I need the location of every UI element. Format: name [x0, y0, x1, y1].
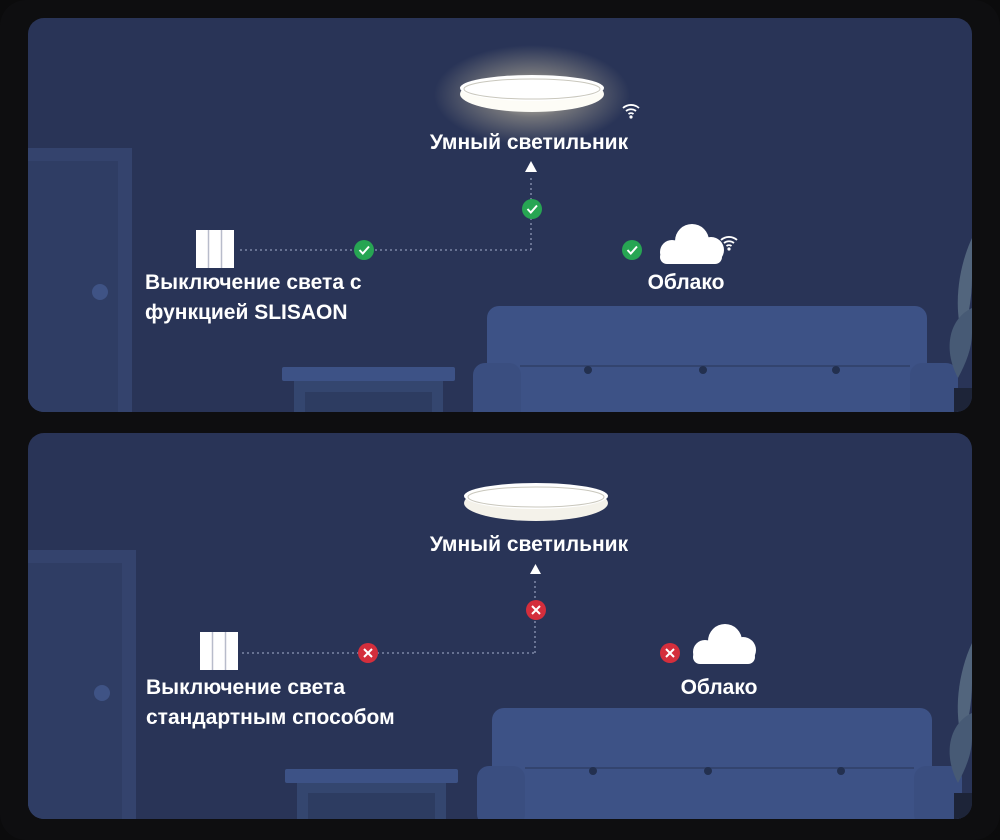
- room-scene: [28, 483, 972, 819]
- switch-label-line2: стандартным способом: [146, 706, 395, 729]
- wall-switch-icon: [196, 230, 234, 268]
- switch-label-line1: Выключение света: [146, 676, 345, 699]
- ceiling-lamp-icon: [460, 75, 604, 112]
- cloud-icon: [660, 224, 724, 264]
- side-table: [282, 367, 455, 412]
- panel-slisaon: Умный светильник Выключение света с функ…: [28, 18, 972, 412]
- lamp-label: Умный светильник: [429, 131, 629, 154]
- connection-path: [242, 580, 536, 654]
- plant: [949, 238, 972, 412]
- arrow-up-icon: [525, 161, 537, 172]
- door: [28, 148, 132, 412]
- sofa: [473, 306, 958, 412]
- side-table: [285, 769, 458, 819]
- cross-icon: [526, 600, 546, 620]
- switch-label-line2: функцией SLISAON: [145, 301, 348, 324]
- door: [28, 550, 136, 819]
- check-icon: [622, 240, 642, 260]
- connection-path: [240, 178, 532, 251]
- room-scene: [28, 45, 972, 412]
- cloud-label: Облако: [647, 271, 725, 294]
- cloud-label: Облако: [680, 676, 758, 699]
- cross-icon: [358, 643, 378, 663]
- wifi-icon: [720, 236, 738, 251]
- arrow-up-icon: [530, 564, 541, 574]
- plant: [949, 643, 972, 819]
- check-icon: [522, 199, 542, 219]
- switch-label-line1: Выключение света с: [145, 271, 362, 294]
- check-icon: [354, 240, 374, 260]
- lamp-label: Умный светильник: [429, 533, 629, 556]
- wifi-icon: [622, 104, 640, 119]
- cross-icon: [660, 643, 680, 663]
- panel-standard: Умный светильник Выключение света станда…: [28, 433, 972, 819]
- cloud-icon: [693, 624, 756, 664]
- sofa: [477, 708, 962, 819]
- ceiling-lamp-icon: [464, 483, 608, 521]
- wall-switch-icon: [200, 632, 238, 670]
